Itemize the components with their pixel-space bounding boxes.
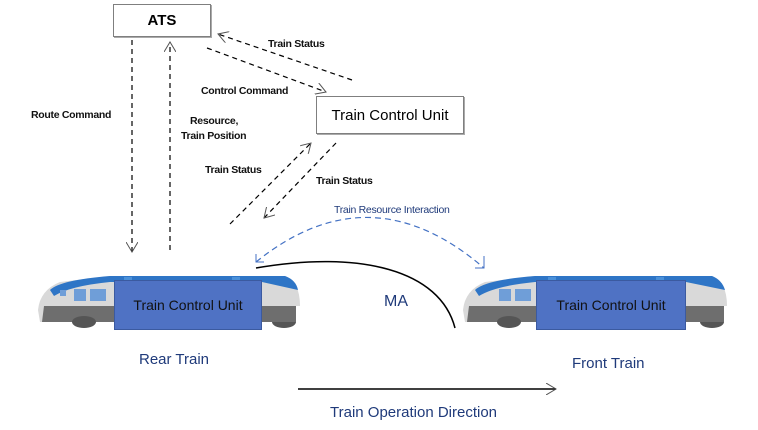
resource-interaction-label: Train Resource Interaction bbox=[334, 204, 450, 216]
front-train-control-unit: Train Control Unit bbox=[536, 280, 686, 330]
train-position-label: Train Position bbox=[181, 130, 247, 142]
arc-head-right bbox=[475, 256, 485, 269]
train-status-ats-arrow bbox=[218, 34, 353, 81]
route-command-label: Route Command bbox=[31, 109, 112, 121]
train-status-left-label: Train Status bbox=[205, 164, 262, 176]
front-train-label: Front Train bbox=[572, 355, 645, 372]
train-status-up-arrow bbox=[229, 143, 311, 225]
resource-label: Resource, bbox=[190, 115, 239, 127]
ma-label: MA bbox=[384, 293, 408, 310]
direction-label: Train Operation Direction bbox=[330, 404, 498, 421]
ats-node: ATS bbox=[113, 4, 211, 37]
control-command-arrow bbox=[206, 47, 326, 92]
train-status-right-label: Train Status bbox=[316, 175, 373, 187]
arc-head-left bbox=[255, 254, 264, 263]
rear-train-label: Rear Train bbox=[139, 351, 210, 368]
rear-train-control-unit: Train Control Unit bbox=[114, 280, 262, 330]
train-status-ats-label: Train Status bbox=[268, 38, 325, 50]
resource-interaction-arc bbox=[255, 216, 485, 269]
control-command-label: Control Command bbox=[201, 85, 289, 97]
train-control-unit-node: Train Control Unit bbox=[316, 96, 464, 134]
ma-curve bbox=[255, 260, 456, 329]
